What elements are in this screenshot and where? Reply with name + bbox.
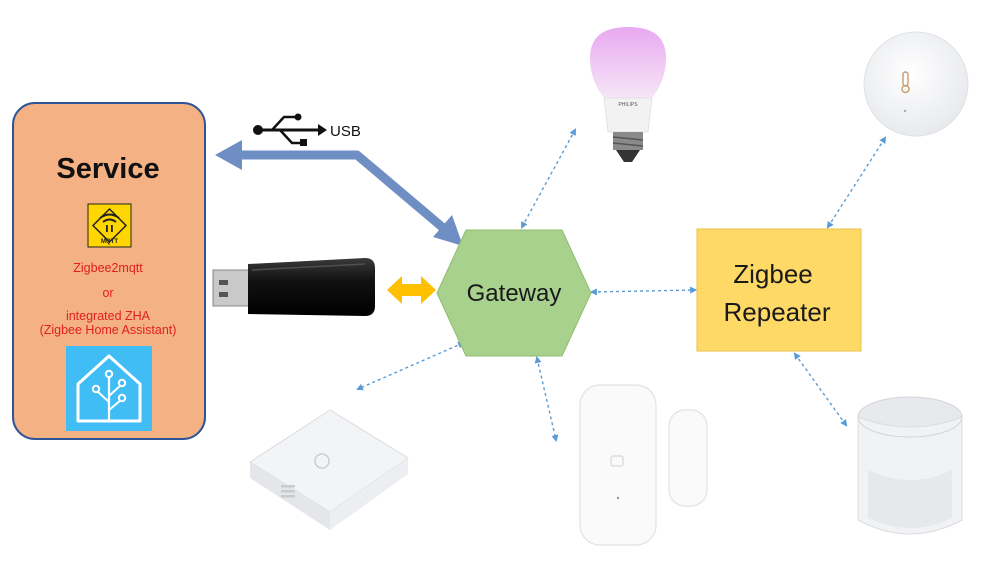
link-gateway-repeater — [589, 286, 698, 296]
gateway-label: Gateway — [467, 280, 562, 307]
stick-gateway-connector-arrow — [387, 276, 436, 304]
repeater-label-line1: Zigbee — [733, 259, 813, 289]
temperature-sensor-icon — [863, 31, 969, 137]
home-assistant-icon — [66, 346, 152, 431]
mqtt-logo-icon: MQTT — [87, 203, 132, 248]
door-window-sensor-icon — [579, 384, 708, 546]
link-repeater-motion-sensor — [793, 352, 848, 427]
service-zha-text: integrated ZHA — [66, 309, 151, 323]
service-zigbee2mqtt-text: Zigbee2mqtt — [73, 261, 143, 275]
link-gateway-door-sensor — [534, 355, 559, 443]
wireless-links — [356, 128, 887, 443]
gateway-node: Gateway — [436, 229, 592, 357]
link-gateway-aqara-sensor — [356, 341, 465, 391]
aqara-sensor-icon — [249, 409, 409, 530]
usb-link-arrow — [215, 140, 463, 246]
mqtt-logo-text: MQTT — [101, 239, 118, 245]
zigbee-usb-stick-icon — [212, 258, 375, 316]
smart-bulb-icon: PHILIPS — [590, 27, 666, 162]
service-title: Service — [56, 153, 159, 185]
service-or-text: or — [102, 286, 113, 300]
service-box: Service MQTT Zigbee2mqtt or integrated Z… — [12, 102, 206, 440]
link-gateway-bulb — [520, 128, 577, 229]
motion-sensor-icon — [857, 396, 963, 535]
zigbee-repeater-node: Zigbee Repeater — [696, 228, 862, 352]
usb-icon — [253, 113, 327, 146]
bulb-brand-text: PHILIPS — [618, 102, 638, 108]
usb-label: USB — [330, 123, 361, 140]
link-repeater-temp-sensor — [826, 136, 887, 229]
repeater-label-line2: Repeater — [724, 297, 831, 327]
service-zha-full-text: (Zigbee Home Assistant) — [40, 323, 177, 337]
